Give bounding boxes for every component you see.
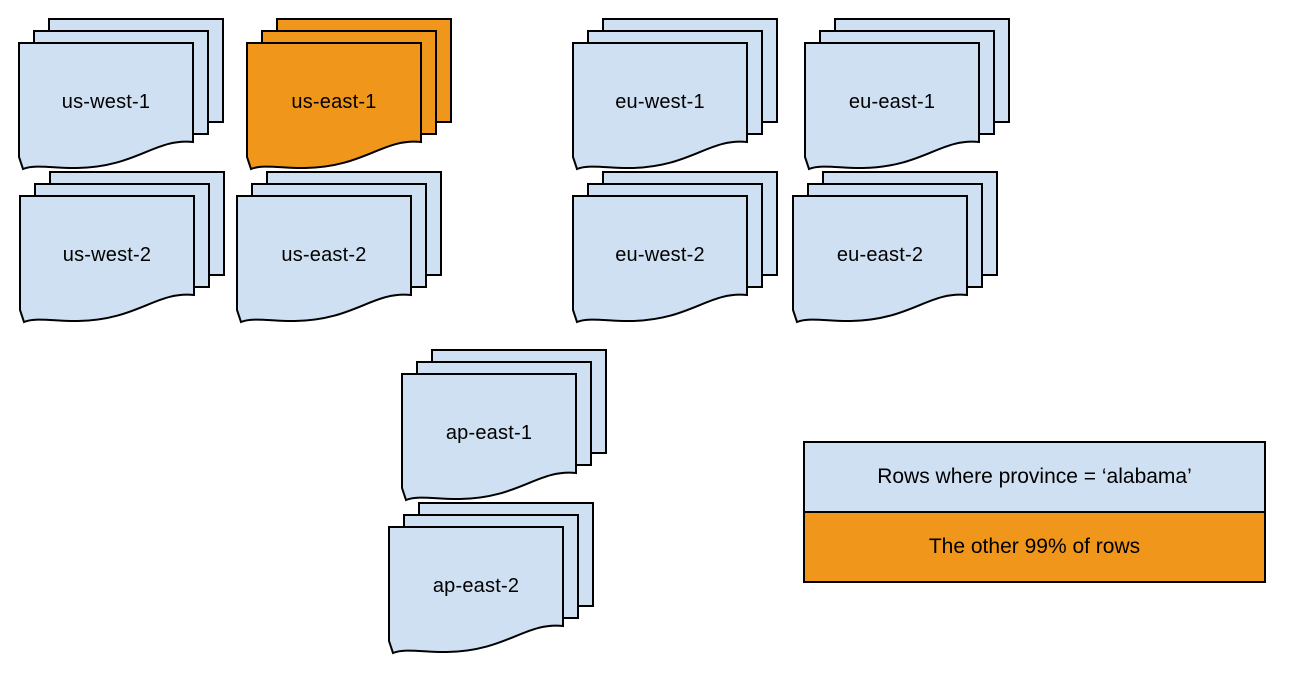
region-stack-eu-east-1: eu-east-1 xyxy=(804,18,1011,171)
region-stack-eu-east-2: eu-east-2 xyxy=(792,171,999,324)
document-stack-icon xyxy=(401,349,607,502)
document-stack-icon xyxy=(804,18,1010,171)
region-stack-us-west-1: us-west-1 xyxy=(18,18,225,171)
document-stack-icon xyxy=(236,171,442,324)
legend-item-label: Rows where province = ‘alabama’ xyxy=(877,465,1192,488)
document-stack-icon xyxy=(792,171,998,324)
region-stack-us-east-1: us-east-1 xyxy=(246,18,453,171)
legend-item-other-rows: The other 99% of rows xyxy=(805,513,1264,581)
legend: Rows where province = ‘alabama’ The othe… xyxy=(803,441,1266,583)
region-stack-eu-west-1: eu-west-1 xyxy=(572,18,779,171)
region-stack-eu-west-2: eu-west-2 xyxy=(572,171,779,324)
legend-item-label: The other 99% of rows xyxy=(928,535,1141,558)
region-stack-ap-east-1: ap-east-1 xyxy=(401,349,608,502)
legend-item-alabama-rows: Rows where province = ‘alabama’ xyxy=(805,443,1264,513)
document-stack-icon xyxy=(19,171,225,324)
document-stack-icon xyxy=(388,502,594,655)
region-stack-ap-east-2: ap-east-2 xyxy=(388,502,595,655)
region-stack-us-west-2: us-west-2 xyxy=(19,171,226,324)
document-stack-icon xyxy=(18,18,224,171)
document-stack-icon xyxy=(572,18,778,171)
document-stack-icon xyxy=(246,18,452,171)
document-stack-icon xyxy=(572,171,778,324)
region-stack-us-east-2: us-east-2 xyxy=(236,171,443,324)
